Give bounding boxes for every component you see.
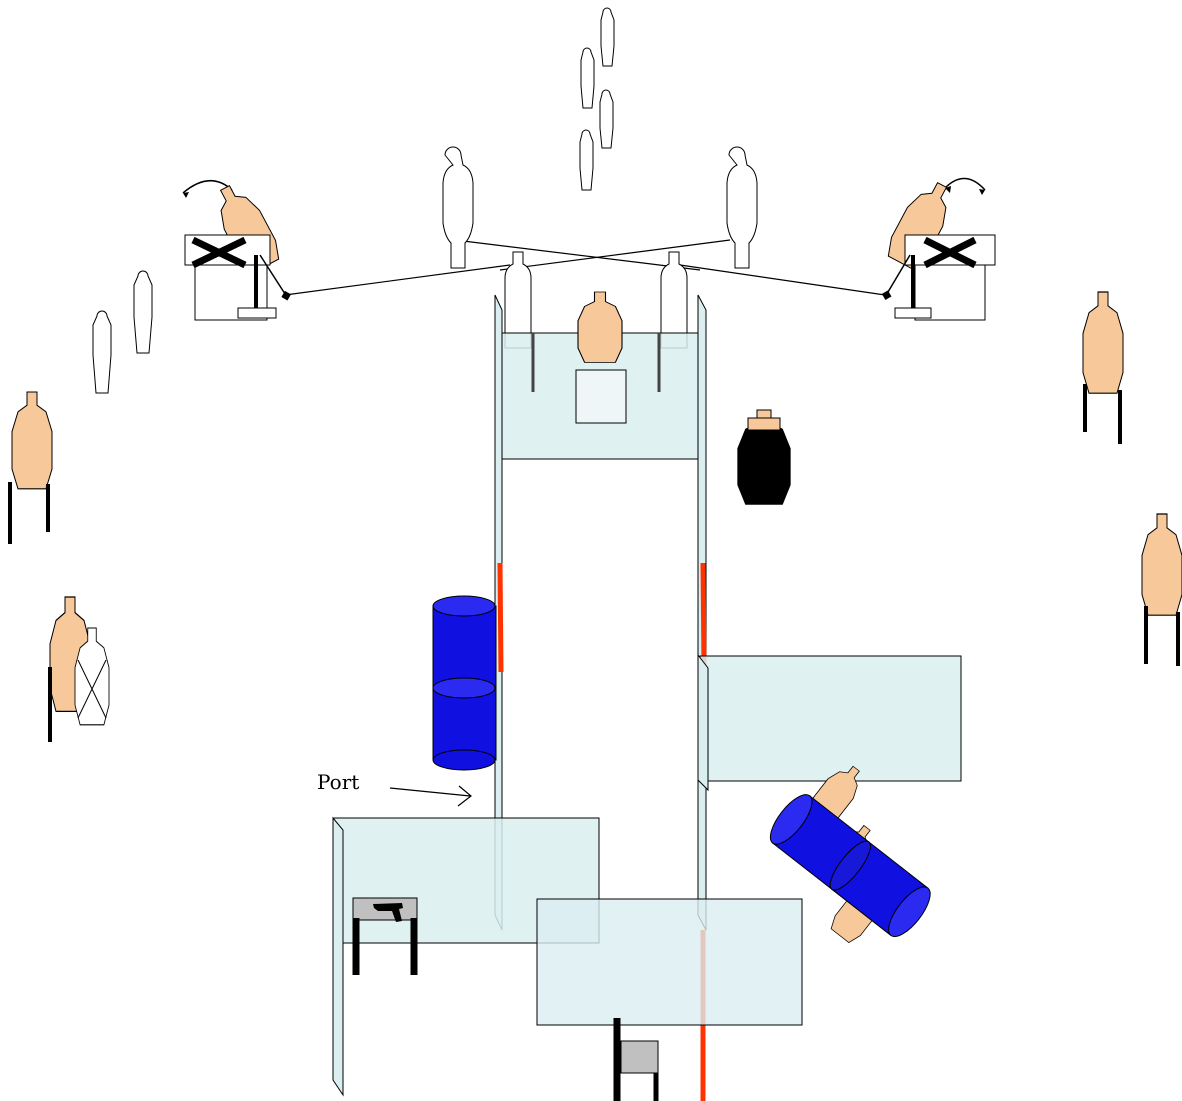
right-mid-wall bbox=[697, 653, 962, 792]
tilted-barrels bbox=[769, 758, 931, 946]
shoot-target-icon bbox=[1141, 513, 1182, 616]
far-no-shoot-group bbox=[92, 7, 615, 394]
pistol-icon bbox=[373, 903, 403, 922]
chair-icon bbox=[613, 1018, 659, 1101]
shoot-target-icon bbox=[11, 391, 53, 490]
port-label: Port bbox=[317, 770, 359, 794]
left-side-targets bbox=[8, 391, 110, 742]
no-shoot-target-icon bbox=[599, 89, 614, 149]
no-shoot-target-icon bbox=[726, 146, 758, 269]
barrel-stack bbox=[432, 595, 497, 771]
no-shoot-target-icon bbox=[442, 146, 474, 269]
shoot-target-icon bbox=[577, 291, 623, 363]
no-shoot-target-icon bbox=[133, 270, 153, 354]
port-callout: Port bbox=[317, 770, 472, 807]
no-shoot-target-icon bbox=[92, 310, 112, 394]
no-shoot-target-icon bbox=[600, 7, 615, 67]
right-swinger-mechanism bbox=[881, 175, 996, 321]
no-shoot-target-icon bbox=[580, 47, 595, 109]
lower-center-wall bbox=[536, 898, 803, 1026]
rotation-arrow-icon bbox=[944, 177, 986, 191]
swinger-assembly bbox=[284, 146, 886, 349]
right-side-targets bbox=[1082, 291, 1182, 666]
table-icon bbox=[352, 897, 418, 975]
no-shoot-target-icon bbox=[579, 129, 594, 191]
port-arrow-icon bbox=[389, 787, 471, 797]
shoot-target-icon bbox=[1082, 291, 1124, 394]
left-swinger-mechanism bbox=[182, 178, 291, 321]
